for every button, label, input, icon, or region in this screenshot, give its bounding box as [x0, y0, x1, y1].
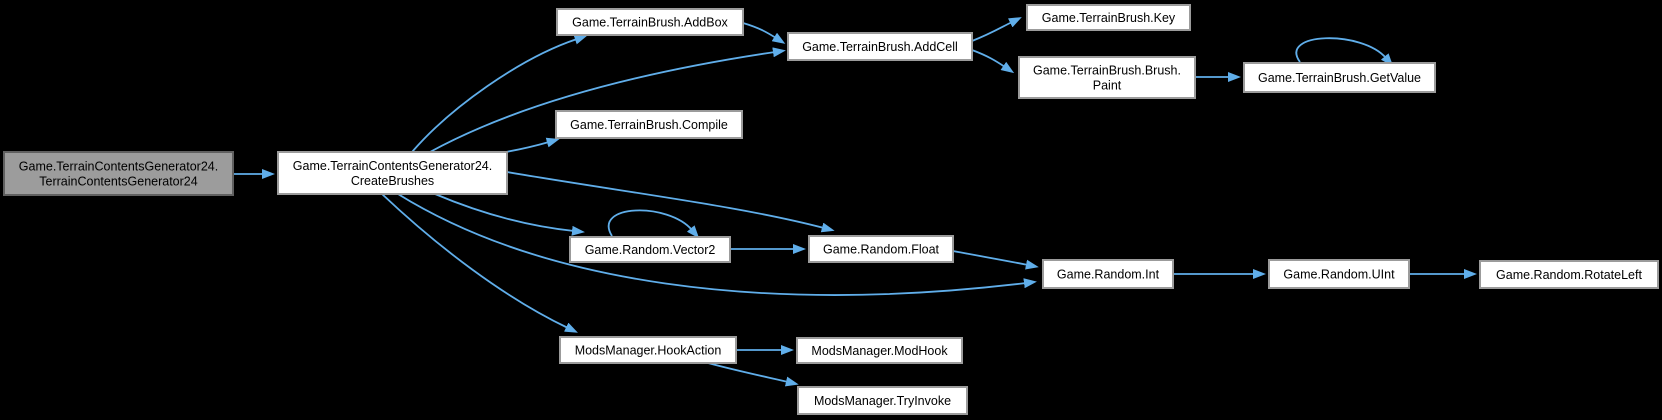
node-terrainbrush-addcell[interactable]: Game.TerrainBrush.AddCell — [787, 32, 973, 61]
node-label: Game.Random.Float — [823, 243, 940, 257]
node-label: ModsManager.HookAction — [575, 344, 722, 358]
node-terrainbrush-compile[interactable]: Game.TerrainBrush.Compile — [555, 110, 743, 139]
node-label: Game.TerrainBrush.AddBox — [572, 16, 728, 30]
edge-create-brushes-to-terrainbrush-addcell — [429, 47, 786, 153]
node-random-int[interactable]: Game.Random.Int — [1042, 259, 1174, 289]
node-label: Game.Random.Vector2 — [585, 243, 716, 257]
node-terrainbrush-addbox[interactable]: Game.TerrainBrush.AddBox — [556, 8, 744, 36]
edge-terrainbrush-addcell-to-terrainbrush-key — [971, 17, 1022, 42]
node-box[interactable] — [569, 236, 731, 263]
edge-create-brushes-to-terrainbrush-addbox — [411, 34, 588, 153]
node-label: Game.TerrainBrush.Key — [1042, 11, 1176, 25]
edge-terrainbrush-getvalue-to-terrainbrush-getvalue — [1295, 37, 1394, 67]
edge-create-brushes-to-random-float — [506, 171, 835, 233]
node-terrainbrush-brush-paint[interactable]: Game.TerrainBrush.Brush.Paint — [1018, 56, 1196, 99]
node-box[interactable] — [1042, 259, 1174, 289]
node-label: Game.TerrainContentsGenerator24. — [19, 160, 218, 174]
node-label: Game.TerrainBrush.GetValue — [1258, 71, 1421, 85]
node-label: CreateBrushes — [351, 174, 434, 188]
node-modsmanager-modhook[interactable]: ModsManager.ModHook — [796, 337, 963, 364]
node-label: Game.TerrainBrush.Compile — [570, 118, 728, 132]
node-random-uint[interactable]: Game.Random.UInt — [1268, 259, 1410, 289]
node-random-float[interactable]: Game.Random.Float — [808, 235, 954, 263]
node-terrain-contents-generator24[interactable]: Game.TerrainContentsGenerator24.TerrainC… — [3, 151, 234, 196]
edge-random-float-to-random-int — [952, 250, 1039, 270]
edge-create-brushes-to-modsmanager-hookaction — [381, 193, 578, 333]
node-label: Game.TerrainContentsGenerator24. — [293, 159, 492, 173]
edge-modsmanager-hookaction-to-modsmanager-tryinvoke — [707, 362, 799, 387]
node-create-brushes[interactable]: Game.TerrainContentsGenerator24.CreateBr… — [277, 151, 508, 195]
node-label: Game.Random.RotateLeft — [1496, 268, 1642, 282]
node-label: Game.TerrainBrush.Brush. — [1033, 64, 1181, 78]
node-box[interactable] — [1243, 62, 1436, 93]
node-label: ModsManager.TryInvoke — [814, 394, 951, 408]
node-box[interactable] — [1026, 4, 1191, 31]
edge-terrainbrush-addcell-to-terrainbrush-brush-paint — [971, 49, 1015, 74]
node-label: TerrainContentsGenerator24 — [39, 175, 197, 189]
node-terrainbrush-getvalue[interactable]: Game.TerrainBrush.GetValue — [1243, 62, 1436, 93]
node-box[interactable] — [1268, 259, 1410, 289]
node-box[interactable] — [556, 8, 744, 36]
node-label: Game.TerrainBrush.AddCell — [802, 40, 958, 54]
edge-create-brushes-to-random-vector2 — [434, 193, 585, 236]
node-box[interactable] — [277, 151, 508, 195]
node-box[interactable] — [797, 386, 968, 415]
edge-terrainbrush-addbox-to-terrainbrush-addcell — [742, 22, 786, 44]
node-label: ModsManager.ModHook — [811, 344, 948, 358]
node-label: Game.Random.Int — [1057, 268, 1160, 282]
node-box[interactable] — [559, 336, 737, 364]
node-label: Paint — [1093, 79, 1122, 93]
edge-random-vector2-to-random-vector2 — [608, 209, 700, 239]
node-random-rotateleft[interactable]: Game.Random.RotateLeft — [1479, 260, 1659, 289]
node-box[interactable] — [787, 32, 973, 61]
node-box[interactable] — [796, 337, 963, 364]
node-box[interactable] — [3, 151, 234, 196]
node-random-vector2[interactable]: Game.Random.Vector2 — [569, 236, 731, 263]
node-modsmanager-tryinvoke[interactable]: ModsManager.TryInvoke — [797, 386, 968, 415]
node-box[interactable] — [1479, 260, 1659, 289]
node-label: Game.Random.UInt — [1283, 268, 1395, 282]
node-box[interactable] — [555, 110, 743, 139]
node-terrainbrush-key[interactable]: Game.TerrainBrush.Key — [1026, 4, 1191, 31]
node-modsmanager-hookaction[interactable]: ModsManager.HookAction — [559, 336, 737, 364]
edge-create-brushes-to-random-int — [397, 193, 1037, 296]
node-box[interactable] — [808, 235, 954, 263]
node-box[interactable] — [1018, 56, 1196, 99]
